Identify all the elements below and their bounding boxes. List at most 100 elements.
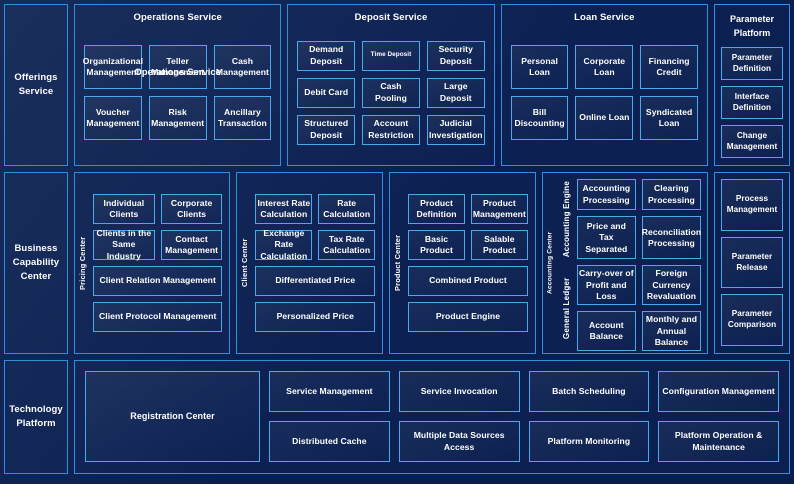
group-title-operations-service: Operations Service — [133, 12, 222, 23]
center-label-accounting: Accounting Center — [546, 231, 554, 295]
box-debit-card[interactable]: Debit Card — [297, 77, 356, 108]
group-loan-service[interactable]: Loan Service Personal Loan Corporate Loa… — [500, 4, 708, 166]
box-corporate-loan[interactable]: Corporate Loan — [575, 45, 634, 89]
operations-service-row-1: Organizational Management Teller Managem… — [83, 45, 272, 89]
box-tax-rate-calculation[interactable]: Tax Rate Calculation — [318, 230, 376, 260]
rail-parameter-platform-bottom[interactable]: Process Management Parameter Release Par… — [714, 172, 790, 354]
box-client-protocol-management[interactable]: Client Protocol Management — [93, 302, 223, 332]
box-reconciliation-processing[interactable]: Reconciliation Processing — [642, 216, 701, 260]
box-corporate-clients[interactable]: Corporate Clients — [160, 194, 223, 224]
box-product-definition[interactable]: Product Definition — [408, 194, 465, 224]
box-platform-operation-maintenance[interactable]: Platform Operation & Maintenance — [658, 421, 779, 462]
center-pricing[interactable]: Pricing Center Individual Clients Corpor… — [74, 172, 231, 354]
box-teller-management[interactable]: Teller Management — [148, 45, 207, 89]
row-technology-platform: Technology Platform Registration Center … — [4, 360, 790, 474]
box-bill-discounting[interactable]: Bill Discounting — [510, 96, 569, 140]
box-multiple-data-sources-access[interactable]: Multiple Data Sources Access — [398, 421, 520, 462]
box-individual-clients[interactable]: Individual Clients — [93, 194, 155, 224]
box-price-and-tax-separated[interactable]: Price and Tax Separated — [576, 216, 636, 260]
box-judicial-investigation[interactable]: Judicial Investigation — [426, 114, 485, 145]
box-interest-rate-calculation[interactable]: Interest Rate Calculation — [255, 194, 313, 224]
box-interface-definition[interactable]: Interface Definition — [720, 86, 783, 119]
box-parameter-release[interactable]: Parameter Release — [721, 236, 783, 289]
box-salable-product[interactable]: Salable Product — [470, 230, 528, 260]
box-time-deposit[interactable]: Time Deposit — [362, 40, 420, 71]
box-foreign-currency-revaluation[interactable]: Foreign Currency Revaluation — [641, 265, 701, 306]
box-ancillary-transaction[interactable]: Ancillary Transaction — [213, 96, 272, 140]
box-account-balance[interactable]: Account Balance — [576, 311, 636, 352]
group-technology-platform[interactable]: Registration Center Service Management S… — [74, 360, 790, 474]
client-pair-1: Interest Rate Calculation Rate Calculati… — [255, 194, 376, 224]
box-registration-center[interactable]: Registration Center — [85, 371, 260, 462]
row-label-business-capability-center: Business Capability Center — [4, 172, 68, 354]
registration-center-wrapper: Registration Center — [85, 371, 260, 462]
center-product[interactable]: Product Center Product Definition Produc… — [389, 172, 536, 354]
box-demand-deposit[interactable]: Demand Deposit — [297, 40, 356, 71]
group-body-loan-service: Personal Loan Corporate Loan Financing C… — [502, 23, 707, 165]
box-contact-management[interactable]: Contact Management — [160, 230, 223, 260]
box-batch-scheduling[interactable]: Batch Scheduling — [528, 371, 650, 412]
box-rate-calculation[interactable]: Rate Calculation — [318, 194, 376, 224]
box-structured-deposit[interactable]: Structured Deposit — [297, 114, 356, 145]
box-change-management[interactable]: Change Management — [720, 125, 783, 158]
box-cash-pooling[interactable]: Cash Pooling — [362, 77, 420, 108]
box-personalized-price[interactable]: Personalized Price — [255, 302, 376, 332]
box-client-relation-management[interactable]: Client Relation Management — [93, 266, 223, 296]
group-deposit-service[interactable]: Deposit Service Demand Deposit Time Depo… — [287, 4, 495, 166]
row-label-offerings-service: Offerings Service — [4, 4, 68, 166]
box-product-management[interactable]: Product Management — [470, 194, 528, 224]
deposit-service-row-3: Structured Deposit Account Restriction J… — [297, 114, 485, 145]
box-clients-same-industry[interactable]: Clients in the Same Industry — [93, 228, 155, 261]
box-service-management[interactable]: Service Management — [269, 371, 390, 412]
group-operations-service[interactable]: Operations Service Operations Service Or… — [74, 4, 282, 166]
box-service-invocation[interactable]: Service Invocation — [398, 371, 520, 412]
group-body-operations-service: Operations Service Organizational Manage… — [75, 23, 280, 165]
accounting-sub-stack: Accounting Engine Accounting Processing … — [557, 173, 707, 353]
rail-title-parameter-platform: Parameter Platform — [729, 14, 774, 38]
general-ledger-block: General Ledger Carry-over of Profit and … — [559, 265, 701, 352]
box-account-restriction[interactable]: Account Restriction — [362, 114, 420, 145]
client-pair-2: Exchange Rate Calculation Tax Rate Calcu… — [255, 228, 376, 261]
box-exchange-rate-calculation[interactable]: Exchange Rate Calculation — [255, 228, 313, 261]
box-process-management[interactable]: Process Management — [721, 179, 783, 231]
box-combined-product[interactable]: Combined Product — [408, 266, 528, 296]
box-parameter-definition[interactable]: Parameter Definition — [720, 47, 783, 80]
center-client[interactable]: Client Center Interest Rate Calculation … — [236, 172, 384, 354]
box-personal-loan[interactable]: Personal Loan — [510, 45, 569, 89]
row-offerings-service: Offerings Service Operations Service Ope… — [4, 4, 790, 166]
accounting-engine-block: Accounting Engine Accounting Processing … — [559, 179, 701, 260]
deposit-service-row-2: Debit Card Cash Pooling Large Deposit — [297, 77, 485, 108]
box-voucher-management[interactable]: Voucher Management — [84, 96, 142, 140]
box-syndicated-loan[interactable]: Syndicated Loan — [640, 96, 698, 140]
box-configuration-management[interactable]: Configuration Management — [658, 371, 779, 412]
box-platform-monitoring[interactable]: Platform Monitoring — [528, 421, 650, 462]
box-parameter-comparison[interactable]: Parameter Comparison — [721, 294, 783, 347]
center-body-client: Interest Rate Calculation Rate Calculati… — [252, 173, 382, 353]
box-product-engine[interactable]: Product Engine — [408, 302, 528, 332]
box-online-loan[interactable]: Online Loan — [575, 96, 634, 140]
box-large-deposit[interactable]: Large Deposit — [426, 77, 485, 108]
group-title-deposit-service: Deposit Service — [354, 12, 428, 23]
row-label-technology-platform: Technology Platform — [4, 360, 68, 474]
box-distributed-cache[interactable]: Distributed Cache — [269, 421, 390, 462]
box-financing-credit[interactable]: Financing Credit — [640, 45, 698, 89]
box-differentiated-price[interactable]: Differentiated Price — [255, 266, 376, 296]
center-body-pricing: Individual Clients Corporate Clients Cli… — [90, 173, 229, 353]
box-basic-product[interactable]: Basic Product — [408, 230, 465, 260]
group-title-loan-service: Loan Service — [574, 12, 635, 23]
rail-parameter-platform-top[interactable]: Parameter Platform Parameter Definition … — [713, 4, 790, 166]
box-monthly-annual-balance[interactable]: Monthly and Annual Balance — [641, 311, 701, 352]
sub-label-general-ledger: General Ledger — [561, 277, 571, 340]
center-label-product: Product Center — [393, 234, 403, 292]
box-cash-management[interactable]: Cash Management — [213, 45, 272, 89]
box-organizational-management[interactable]: Organizational Management — [83, 45, 143, 89]
box-carry-over-profit-loss[interactable]: Carry-over of Profit and Loss — [576, 265, 636, 306]
loan-service-row-2: Bill Discounting Online Loan Syndicated … — [510, 96, 698, 140]
center-accounting[interactable]: Accounting Center Accounting Engine Acco… — [541, 172, 708, 354]
box-security-deposit[interactable]: Security Deposit — [426, 40, 485, 71]
box-accounting-processing[interactable]: Accounting Processing — [576, 179, 636, 211]
box-risk-management[interactable]: Risk Management — [148, 96, 207, 140]
deposit-service-row-1: Demand Deposit Time Deposit Security Dep… — [297, 40, 485, 71]
box-clearing-processing[interactable]: Clearing Processing — [641, 179, 701, 211]
